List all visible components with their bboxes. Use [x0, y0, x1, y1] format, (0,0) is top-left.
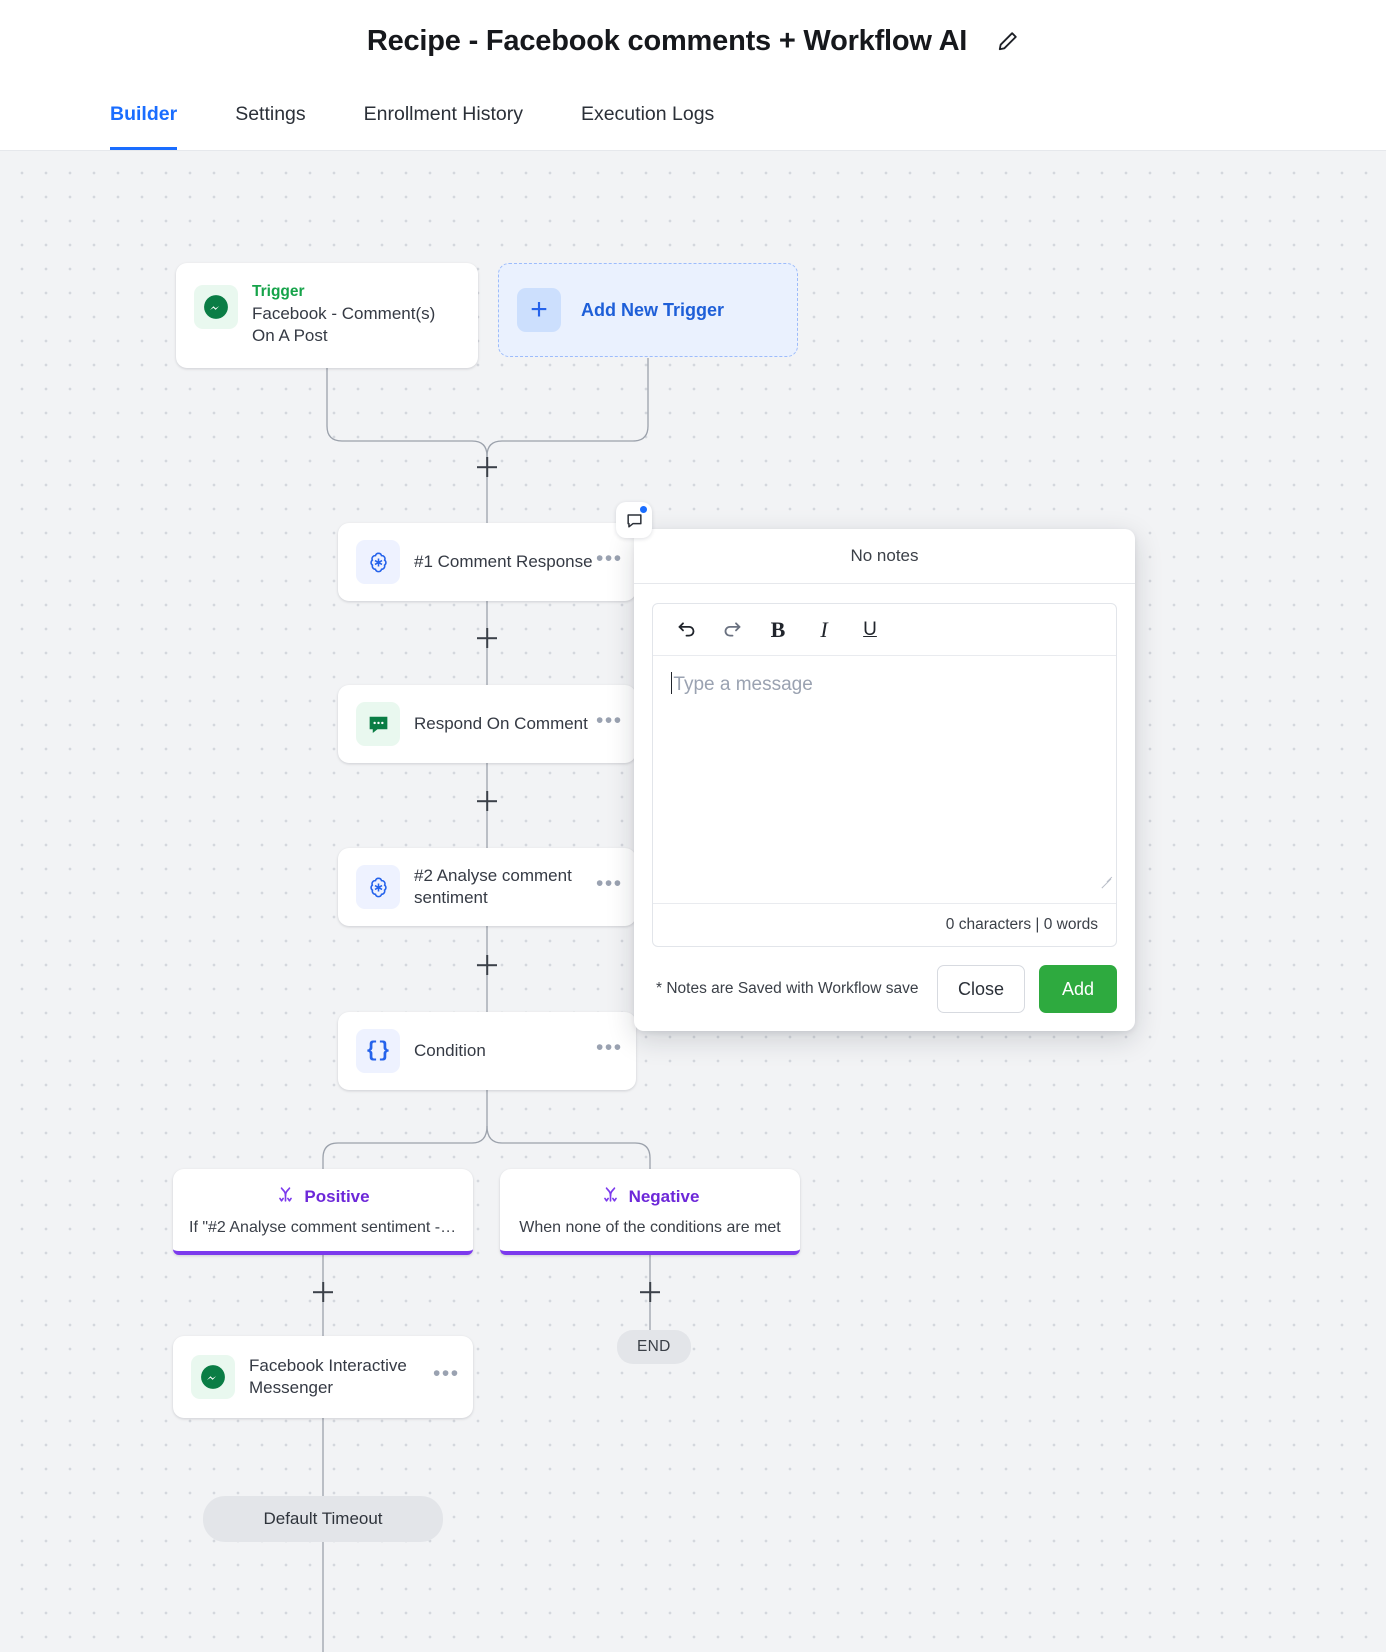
openai-icon [356, 540, 400, 584]
add-step-handle-3[interactable] [475, 789, 499, 813]
node-menu-icon[interactable]: ••• [596, 872, 623, 895]
notes-text-input[interactable]: Type a message [653, 656, 1116, 903]
node-analyse-sentiment[interactable]: #2 Analyse comment sentiment ••• [338, 848, 636, 926]
notes-save-hint: * Notes are Saved with Workflow save [656, 980, 919, 997]
notes-placeholder: Type a message [673, 674, 813, 695]
close-button[interactable]: Close [937, 965, 1025, 1013]
comment-bubble-icon [356, 702, 400, 746]
notes-panel: No notes B [634, 529, 1135, 1031]
node-title: Facebook Interactive Messenger [249, 1355, 407, 1397]
add-step-handle-2[interactable] [475, 626, 499, 650]
node-respond-on-comment[interactable]: Respond On Comment ••• [338, 685, 636, 763]
node-condition[interactable]: {} Condition ••• [338, 1012, 636, 1090]
curly-braces-icon: {} [356, 1029, 400, 1073]
node-title: #2 Analyse comment sentiment [414, 865, 572, 907]
trigger-node[interactable]: Trigger Facebook - Comment(s) On A Post [176, 263, 478, 368]
default-timeout-pill[interactable]: Default Timeout [203, 1496, 443, 1542]
tab-bar: Builder Settings Enrollment History Exec… [0, 82, 1386, 151]
tab-execution-logs-label: Execution Logs [580, 103, 715, 125]
underline-icon[interactable]: U [863, 618, 877, 640]
notes-toolbar: B I U [653, 604, 1116, 656]
branch-title: Negative [628, 1187, 700, 1206]
node-menu-icon[interactable]: ••• [433, 1362, 460, 1385]
branch-description: If "#2 Analyse comment sentiment - R... [189, 1219, 457, 1236]
branch-card-negative[interactable]: Negative When none of the conditions are… [500, 1169, 800, 1255]
add-step-handle-4[interactable] [475, 953, 499, 977]
node-comment-response[interactable]: #1 Comment Response ••• [338, 523, 636, 601]
text-caret [671, 672, 673, 694]
notes-editor: B I U Type a message 0 characters | 0 wo… [652, 603, 1117, 947]
add-step-handle-positive[interactable] [311, 1280, 335, 1304]
add-step-handle-1[interactable] [475, 455, 499, 479]
notes-footer: * Notes are Saved with Workflow save Clo… [634, 947, 1135, 1031]
tab-settings-label: Settings [235, 103, 306, 125]
node-menu-icon[interactable]: ••• [596, 709, 623, 732]
openai-icon [356, 865, 400, 909]
notes-bubble-icon[interactable] [616, 502, 652, 538]
notes-panel-header: No notes [634, 529, 1135, 584]
trigger-kicker: Trigger [252, 283, 305, 300]
resize-grip[interactable] [1101, 873, 1113, 885]
bold-icon[interactable]: B [770, 616, 786, 642]
tab-settings[interactable]: Settings [235, 82, 305, 150]
branch-description: When none of the conditions are met [519, 1219, 781, 1236]
tab-builder-label: Builder [110, 103, 178, 125]
facebook-messenger-icon [194, 285, 238, 329]
add-new-trigger-button[interactable]: + Add New Trigger [498, 263, 798, 357]
page-header: Recipe - Facebook comments + Workflow AI [0, 0, 1386, 82]
node-menu-icon[interactable]: ••• [596, 547, 623, 570]
node-title: Condition [414, 1040, 486, 1060]
facebook-messenger-icon [191, 1355, 235, 1399]
node-facebook-interactive-messenger[interactable]: Facebook Interactive Messenger ••• [173, 1336, 473, 1418]
page-title: Recipe - Facebook comments + Workflow AI [366, 24, 968, 57]
undo-icon[interactable] [671, 615, 701, 645]
tab-enrollment-history[interactable]: Enrollment History [364, 82, 523, 150]
plus-icon: + [517, 288, 561, 332]
trigger-title: Facebook - Comment(s) On A Post [252, 304, 436, 346]
add-step-handle-negative[interactable] [638, 1280, 662, 1304]
workflow-canvas[interactable]: Trigger Facebook - Comment(s) On A Post … [0, 151, 1386, 1652]
branch-fork-icon [276, 1185, 295, 1209]
tab-execution-logs[interactable]: Execution Logs [581, 82, 714, 150]
node-menu-icon[interactable]: ••• [596, 1036, 623, 1059]
notes-character-count: 0 characters | 0 words [653, 903, 1116, 946]
tab-enrollment-history-label: Enrollment History [363, 103, 523, 125]
redo-icon[interactable] [717, 615, 747, 645]
branch-fork-icon [601, 1185, 620, 1209]
pencil-icon[interactable] [997, 30, 1019, 52]
italic-icon[interactable]: I [820, 616, 828, 642]
end-badge[interactable]: END [617, 1330, 691, 1364]
node-title: Respond On Comment [414, 713, 588, 733]
add-new-trigger-label: Add New Trigger [581, 299, 725, 320]
notes-unread-dot [639, 505, 648, 514]
branch-title: Positive [304, 1187, 370, 1206]
tab-builder[interactable]: Builder [110, 82, 178, 150]
add-button[interactable]: Add [1039, 965, 1117, 1013]
node-title: #1 Comment Response [414, 551, 593, 571]
branch-card-positive[interactable]: Positive If "#2 Analyse comment sentimen… [173, 1169, 473, 1255]
